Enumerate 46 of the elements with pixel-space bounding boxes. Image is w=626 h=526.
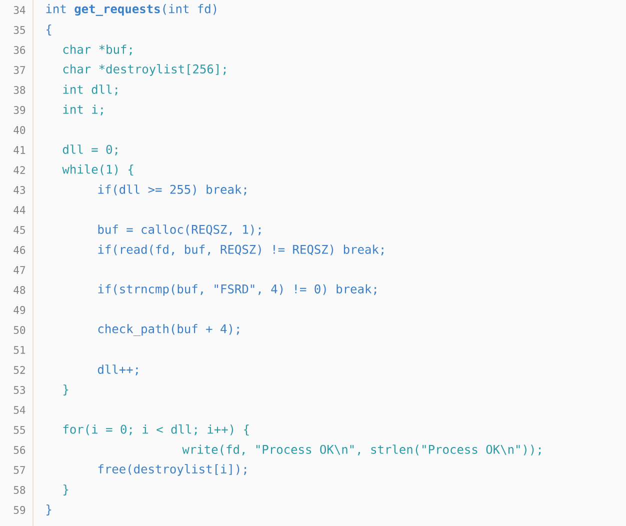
code-line: } [46,504,52,516]
code-line: int i; [63,104,103,116]
line-number: 58 [14,486,26,494]
line-number: 42 [14,166,25,174]
code-line: if(dll >= 255) break; [98,184,246,196]
line-number: 59 [14,506,26,514]
code-line: check_path(buf + 4); [98,324,239,336]
code-line: dll++; [98,364,138,376]
line-number: 48 [14,286,26,294]
code-line: char *destroylist[256]; [63,64,226,76]
line-number: 57 [14,466,25,474]
code-line: } [64,384,68,396]
code-line: while(1) { [62,164,134,176]
line-number: 35 [14,26,25,34]
code-line: char *buf; [63,44,132,56]
line-number: 52 [14,366,25,374]
line-number: 36 [14,46,26,54]
line-number: 51 [14,346,26,354]
line-number: 41 [14,146,26,154]
code-line: if(strncmp(buf, "FSRD", 4) != 0) break; [98,284,376,296]
code-line: { [46,24,52,36]
code-line: int get_requests(int fd) [46,4,216,16]
code-line: } [64,484,68,496]
line-number: 49 [14,306,26,314]
line-number: 54 [14,406,26,414]
line-number: 46 [14,246,26,254]
line-number: 43 [14,186,25,194]
code-line: buf = calloc(REQSZ, 1); [98,224,261,236]
code-line: for(i = 0; i < dll; i++) { [63,424,249,436]
line-number: 34 [14,6,26,14]
line-number: 38 [14,86,26,94]
line-number: 44 [14,206,26,214]
code-line: int dll; [63,84,118,96]
line-number: 53 [14,386,25,394]
code-line: free(destroylist[i]); [98,464,246,476]
line-number: 50 [14,326,26,334]
line-number: 37 [14,66,25,74]
line-number: 39 [14,106,26,114]
line-number: 47 [14,266,25,274]
line-number: 56 [14,446,26,454]
line-number: 45 [14,226,25,234]
code-line: dll = 0; [62,144,118,156]
line-number: 40 [14,126,26,134]
line-number: 55 [14,426,25,434]
code-line: if(read(fd, buf, REQSZ) != REQSZ) break; [98,244,384,256]
code-line: write(fd, "Process OK\n", strlen("Process OK\n")); [182,444,541,456]
